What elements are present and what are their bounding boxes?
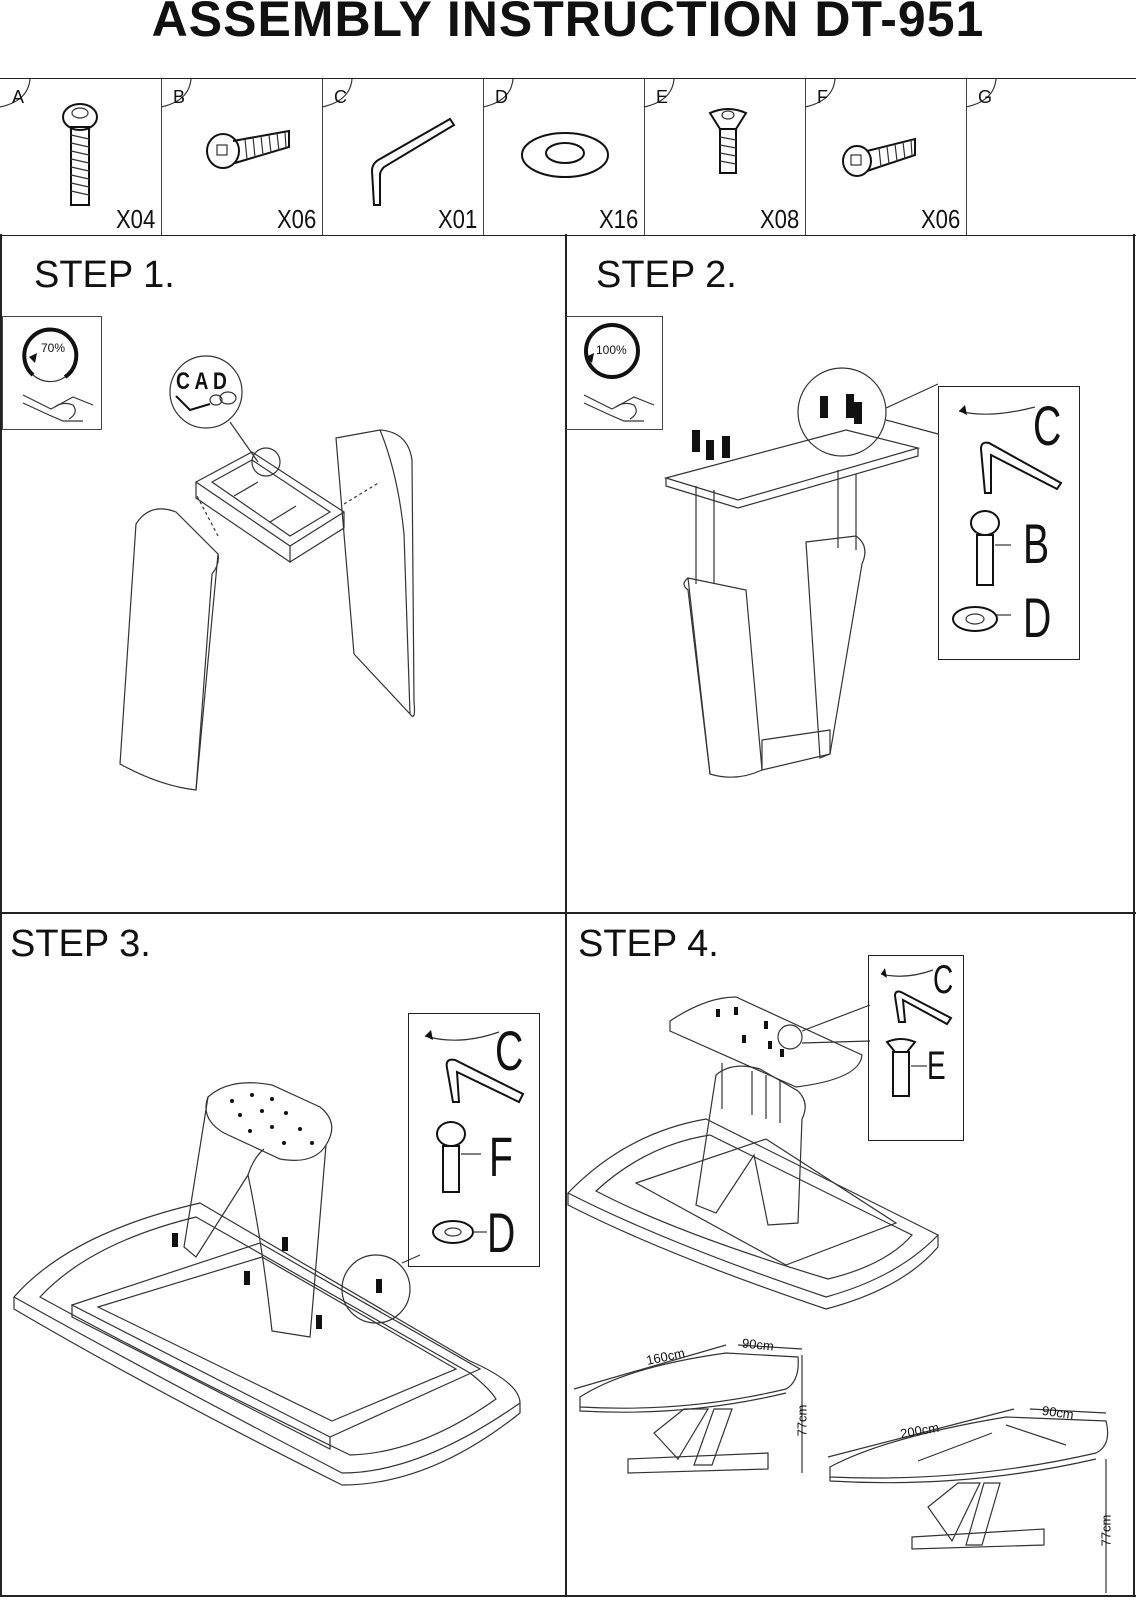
allen-key-icon <box>370 117 456 206</box>
part-b: B X06 <box>160 78 323 235</box>
frame-divider-horizontal <box>0 912 1136 914</box>
frame-divider-vertical <box>565 234 567 1596</box>
step-title: STEP 1. <box>34 254 175 296</box>
frame-left <box>0 234 2 1596</box>
part-letter: G <box>978 87 993 107</box>
torque-dial-icon <box>22 327 94 422</box>
part-letter: C <box>334 87 347 107</box>
closed-width-label: 90cm <box>741 1335 775 1354</box>
long-hex-bolt-icon <box>62 103 98 206</box>
short-hex-bolt-icon <box>842 137 916 177</box>
part-d: D X16 <box>482 78 645 235</box>
part-quantity: X04 <box>115 204 155 234</box>
torque-indicator: 70% <box>2 316 102 430</box>
closed-height-label: 77cm <box>794 1404 810 1437</box>
step-3-diagram <box>13 1082 521 1486</box>
parts-callout-box: C E <box>868 955 964 1141</box>
callout-label-c: C <box>1033 394 1062 457</box>
callout-label-c: C <box>933 958 954 1002</box>
callout-parts: C A D <box>176 368 227 395</box>
step-title: STEP 2. <box>596 254 737 296</box>
part-letter: B <box>173 87 186 107</box>
callout-label-b: B <box>1023 512 1050 575</box>
callout-label-e: E <box>927 1044 946 1088</box>
torque-indicator: 100% <box>566 316 663 430</box>
part-c: C X01 <box>321 78 484 235</box>
parts-callout-icons <box>880 968 953 1097</box>
callout-label-d: D <box>1023 586 1052 649</box>
torque-dial-icon <box>583 323 655 422</box>
step-2-panel: STEP 2. 100% <box>566 234 1133 912</box>
step-4-diagram <box>567 996 939 1310</box>
step-title: STEP 4. <box>578 923 719 965</box>
page-title: ASSEMBLY INSTRUCTION DT-951 <box>151 0 985 47</box>
step-2-diagram <box>663 367 939 778</box>
hex-bolt-icon <box>206 129 290 169</box>
part-g: G <box>965 78 1134 235</box>
callout-label-d: D <box>487 1201 516 1264</box>
extended-height-label: 77cm <box>1098 1514 1114 1547</box>
dimension-diagrams <box>573 1344 1109 1593</box>
frame-right <box>1133 234 1135 1596</box>
parts-callout-icons <box>952 405 1063 632</box>
part-quantity: X06 <box>276 204 316 234</box>
washer-icon <box>521 132 609 178</box>
step-title: STEP 3. <box>10 923 151 965</box>
parts-callout-box: C B D <box>938 386 1080 660</box>
torque-value: 100% <box>596 343 627 357</box>
countersunk-bolt-icon <box>708 108 748 174</box>
part-e: E X08 <box>643 78 806 235</box>
part-letter: A <box>12 87 25 107</box>
part-quantity: X08 <box>759 204 799 234</box>
part-f: F X06 <box>804 78 967 235</box>
part-letter: F <box>817 87 828 107</box>
step-1-panel: STEP 1. 70% C A D <box>0 234 565 912</box>
parts-callout-box: C F D <box>408 1013 540 1267</box>
torque-value: 70% <box>41 341 66 355</box>
step-4-panel: STEP 4. C E <box>566 913 1133 1595</box>
parts-list: A X04 B X06 <box>0 78 1136 236</box>
frame-bottom <box>0 1595 1136 1597</box>
part-quantity: X06 <box>920 204 960 234</box>
part-quantity: X16 <box>598 204 638 234</box>
step-1-diagram <box>119 355 416 791</box>
part-letter: E <box>656 87 669 107</box>
parts-callout-icons <box>424 1030 525 1244</box>
step-3-panel: STEP 3. <box>0 913 565 1595</box>
part-letter: D <box>495 87 508 107</box>
callout-label-c: C <box>495 1019 524 1082</box>
part-a: A X04 <box>0 78 162 235</box>
callout-label-f: F <box>489 1125 513 1188</box>
part-quantity: X01 <box>437 204 477 234</box>
